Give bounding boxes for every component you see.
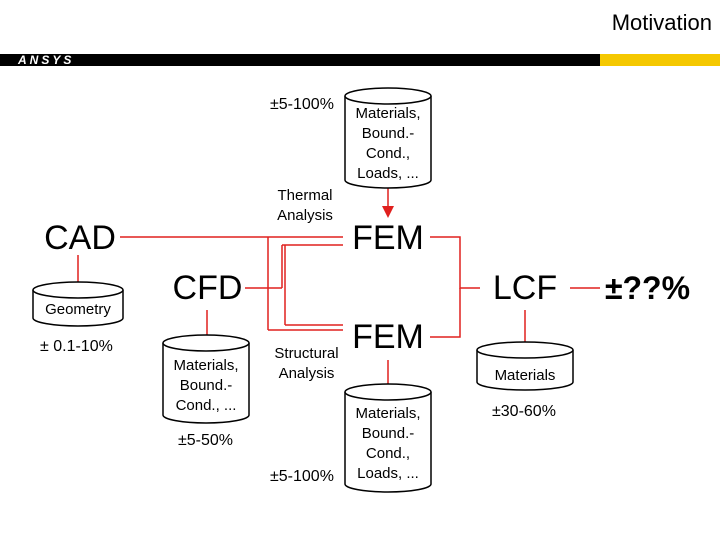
cyl-line: Materials, [355, 105, 421, 122]
cfd-cylinder-label: Materials, Bound.- Cond., ... [163, 356, 249, 416]
pct-geometry-label: ± 0.1-10% [40, 338, 113, 355]
cad-node: CAD [44, 218, 116, 257]
cyl-line: Bound.- [361, 125, 415, 142]
lcf-node: LCF [492, 268, 558, 307]
top-cylinder-body [344, 96, 432, 189]
cyl-line: Bound.- [179, 377, 233, 394]
cfd-node: CFD [172, 268, 243, 307]
page-title: Motivation [611, 10, 712, 35]
bottom-cylinder-body [344, 392, 432, 493]
structural-analysis-label: Structural Analysis [274, 345, 339, 382]
bottom-cylinder-label: Materials, Bound.- Cond., Loads, ... [345, 404, 431, 484]
lcf-cylinder-label: Materials [477, 366, 573, 386]
header-bar [0, 54, 600, 66]
pct-cfd-label: ±5-50% [178, 432, 234, 449]
cfd-cylinder-body [162, 343, 250, 424]
ansys-logo: ANSYS [18, 53, 75, 67]
fem-bottom-node: FEM [352, 317, 424, 356]
fem-bottom-to-lcf [430, 288, 461, 338]
cyl-line: Materials, [173, 357, 239, 374]
overall-uncertainty: ±??% [604, 269, 691, 306]
cyl-line: Cond., [365, 145, 411, 162]
cyl-line: Geometry [45, 301, 111, 318]
cyl-line: Materials [494, 367, 556, 384]
pct-top-label: ±5-100% [270, 96, 334, 113]
cyl-line: Cond., ... [175, 397, 237, 414]
cyl-line: Loads, ... [357, 165, 419, 182]
top-cylinder-label: Materials, Bound.- Cond., Loads, ... [345, 104, 431, 184]
cyl-line: Materials, [355, 405, 421, 422]
fem-top-to-lcf [430, 236, 480, 289]
geometry-cylinder-body [32, 290, 124, 327]
pct-materials-lcf-label: ±30-60% [492, 403, 556, 420]
geometry-cylinder-label: Geometry [33, 300, 123, 320]
pct-bottom-label: ±5-100% [270, 468, 334, 485]
cyl-line: Bound.- [361, 425, 415, 442]
thermal-analysis-label: Thermal Analysis [277, 187, 333, 224]
cyl-line: Loads, ... [357, 465, 419, 482]
fem-top-node: FEM [352, 218, 424, 257]
header-accent-bar [600, 54, 720, 66]
cyl-line: Cond., [365, 445, 411, 462]
lcf-cylinder-body [476, 350, 574, 391]
